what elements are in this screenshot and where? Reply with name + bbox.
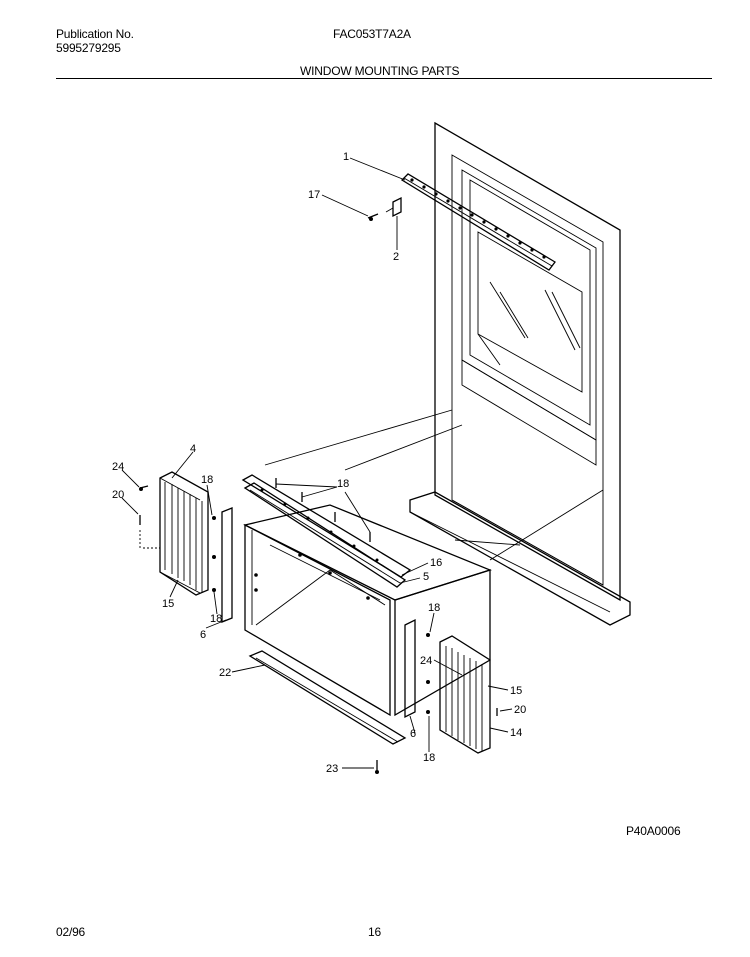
figure-code: P40A0006 xyxy=(626,824,681,838)
window-frame xyxy=(409,121,631,626)
screw-part-23 xyxy=(375,760,379,774)
right-side-panel xyxy=(439,635,491,754)
callout-1: 1 xyxy=(343,151,349,163)
right-screws xyxy=(426,633,498,716)
bracket-part-2 xyxy=(385,196,402,218)
left-gasket-part-6 xyxy=(221,507,233,623)
callout-24-left: 24 xyxy=(112,461,124,473)
callout-18-right-top: 18 xyxy=(428,602,440,614)
publication-number: 5995279295 xyxy=(56,41,121,55)
callout-15-left: 15 xyxy=(162,598,174,610)
callout-18-left-bottom: 18 xyxy=(210,613,222,625)
footer-date: 02/96 xyxy=(56,925,86,939)
top-rail-part-1 xyxy=(400,173,556,271)
publication-label: Publication No. xyxy=(56,27,134,41)
projection-lines xyxy=(264,409,604,561)
leader-lines xyxy=(121,157,513,769)
bottom-rail-part-22 xyxy=(248,650,407,745)
callout-18-left-top: 18 xyxy=(201,474,213,486)
left-side-panel xyxy=(159,471,209,596)
callout-4: 4 xyxy=(190,443,196,455)
section-title: WINDOW MOUNTING PARTS xyxy=(300,64,460,78)
screw-part-17 xyxy=(367,213,379,221)
left-screws xyxy=(139,485,216,592)
page-number: 16 xyxy=(368,925,381,939)
header-rule xyxy=(56,78,712,79)
callout-2: 2 xyxy=(393,251,399,263)
callout-6-left: 6 xyxy=(200,629,206,641)
callout-14: 14 xyxy=(510,727,522,739)
top-rail-part-5 xyxy=(241,474,412,588)
callout-6-right: 6 xyxy=(410,728,416,740)
callout-15-right: 15 xyxy=(510,685,522,697)
callout-16-rail: 16 xyxy=(430,557,442,569)
callout-17: 17 xyxy=(308,189,320,201)
callouts: 1 17 2 4 24 20 18 15 18 6 18 16 5 22 23 … xyxy=(112,151,526,775)
right-gasket-part-6 xyxy=(404,618,416,719)
callout-20-right: 20 xyxy=(514,704,526,716)
callout-22: 22 xyxy=(219,667,231,679)
callout-18-right-bottom: 18 xyxy=(423,752,435,764)
callout-24-right: 24 xyxy=(420,655,432,667)
callout-18-rail: 18 xyxy=(337,478,349,490)
model-number: FAC053T7A2A xyxy=(333,27,411,41)
callout-5: 5 xyxy=(423,571,429,583)
callout-20-left: 20 xyxy=(112,489,124,501)
callout-23: 23 xyxy=(326,763,338,775)
